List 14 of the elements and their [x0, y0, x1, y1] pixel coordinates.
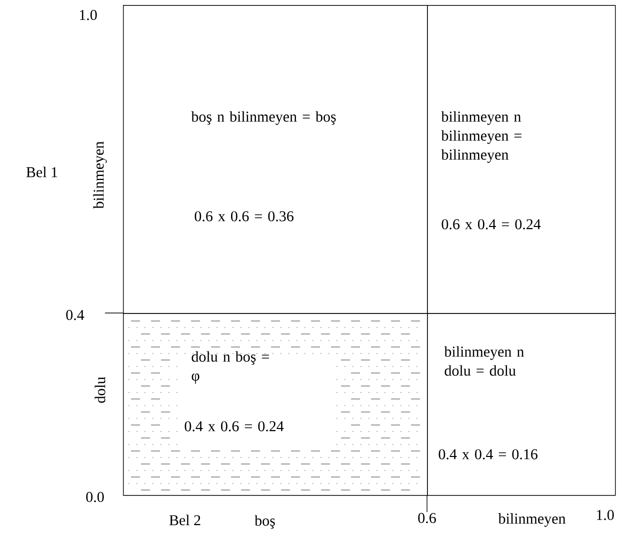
tick-label: Bel 2	[169, 514, 200, 526]
tick-label: 0.4	[66, 310, 84, 320]
tick-label: 1.0	[596, 510, 614, 520]
tick-label: boş	[254, 515, 275, 529]
tick-label: bilinmeyen	[498, 513, 566, 527]
tick-label: Bel 1	[26, 166, 58, 178]
region-cell: dolu n boş = φ 0.4 x 0.6 = 0.24	[123, 313, 428, 496]
tick-label: 1.0	[80, 10, 97, 20]
region-cell: bilinmeyen n bilinmeyen = bilinmeyen 0.6 x 0.4 = 0.24	[427, 5, 616, 314]
axis-label: dolu	[94, 376, 106, 403]
tick-label: 0.0	[86, 492, 104, 502]
tick-label: 0.6	[418, 512, 436, 524]
axis-label: bilinmeyen	[93, 141, 107, 209]
region-cell: boş n bilinmeyen = boş 0.6 x 0.6 = 0.36	[123, 5, 428, 314]
